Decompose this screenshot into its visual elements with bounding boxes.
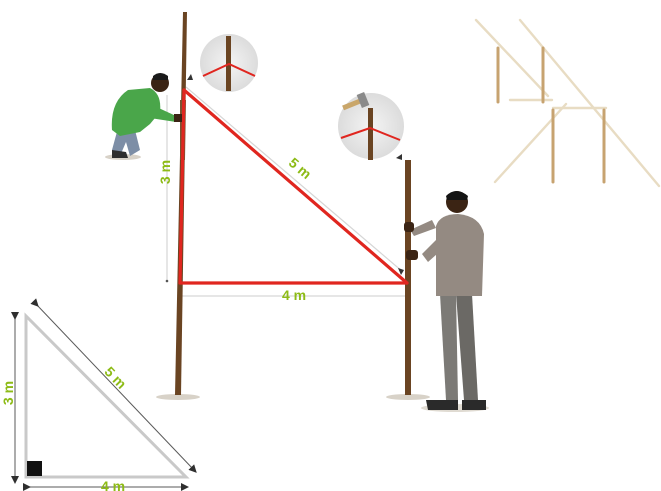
horizontal-length-label: 4 m xyxy=(282,287,306,303)
dimension-guides xyxy=(166,86,405,297)
crouching-worker xyxy=(111,73,182,158)
right-post xyxy=(405,160,411,395)
batter-board-sketch-icon xyxy=(474,18,661,188)
ref-horizontal-length-label: 4 m xyxy=(101,478,125,491)
reference-triangle xyxy=(11,298,197,491)
red-string-triangle xyxy=(178,88,409,285)
string-diagonal xyxy=(182,88,409,285)
vertical-length-label: 3 m xyxy=(157,160,173,184)
ref-diagonal-length-label: 5 m xyxy=(101,363,129,391)
corner-marks xyxy=(165,74,404,283)
diagonal-length-label: 5 m xyxy=(286,154,315,182)
hammer-stake-inset-icon xyxy=(338,92,404,160)
string-vertical xyxy=(178,88,186,285)
right-angle-marker-icon xyxy=(27,461,42,476)
corner-stake-inset-icon xyxy=(200,34,258,92)
standing-worker xyxy=(404,191,486,410)
ref-vertical-length-label: 3 m xyxy=(0,381,16,405)
